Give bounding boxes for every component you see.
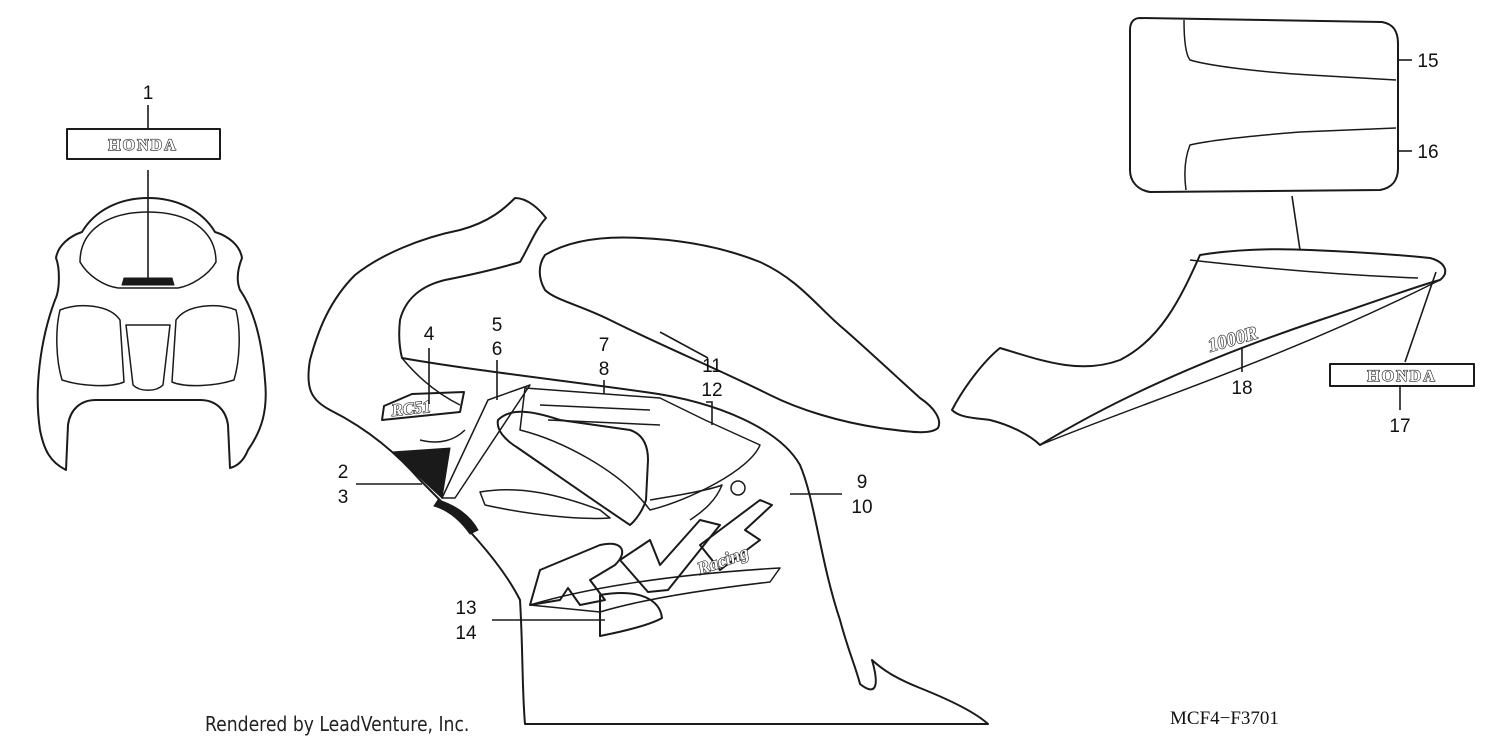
cowl-top-plate bbox=[519, 387, 761, 511]
honda-emblem-front: HONDA bbox=[66, 128, 221, 160]
callout-4: 4 bbox=[424, 324, 435, 345]
callout-14: 14 bbox=[455, 623, 477, 644]
honda-emblem-rear-text: HONDA bbox=[1367, 368, 1437, 385]
rvt-letter-t bbox=[699, 499, 773, 571]
front-screen-stripe bbox=[121, 277, 175, 286]
callout-12: 12 bbox=[701, 380, 722, 401]
callout-2: 2 bbox=[338, 462, 349, 483]
callout-5: 5 bbox=[492, 315, 503, 336]
cowl-dark-stripe bbox=[390, 447, 451, 499]
left-headlight-opening bbox=[56, 304, 125, 387]
cowl-side-trim bbox=[479, 489, 611, 520]
side-cowl-inner-line bbox=[401, 357, 461, 406]
front-fairing-outline bbox=[36, 197, 267, 471]
honda-emblem-front-text: HONDA bbox=[108, 137, 178, 154]
cowl-diagonal-stripe bbox=[441, 384, 531, 499]
callout-10: 10 bbox=[851, 497, 872, 518]
render-credit: Rendered by LeadVenture, Inc. bbox=[205, 712, 470, 736]
cowl-edge-stripe bbox=[433, 499, 479, 535]
side-cowl-view: Racing RC51 bbox=[307, 197, 989, 725]
rear-cowl-lower-line bbox=[1039, 279, 1441, 446]
rear-cowl-outline bbox=[951, 248, 1447, 446]
cowl-accent-line bbox=[649, 484, 723, 521]
rear-cowl-view: 1000R HONDA bbox=[951, 248, 1475, 446]
cowl-lower-decal bbox=[599, 591, 663, 637]
callout-17: 17 bbox=[1389, 416, 1410, 437]
leader-17-top bbox=[1404, 271, 1437, 363]
fuel-tank-outline bbox=[538, 236, 940, 434]
honda-emblem-rear: HONDA bbox=[1329, 363, 1475, 387]
rvt-letter-v bbox=[619, 519, 721, 593]
rc51-emblem-text: RC51 bbox=[389, 397, 431, 420]
cowl-notch bbox=[419, 429, 466, 443]
center-intake-opening bbox=[125, 324, 171, 391]
leader-seat-to-cowl bbox=[1291, 195, 1301, 251]
cowl-raised-panel bbox=[496, 410, 649, 526]
cowl-top-panel-lines bbox=[539, 404, 661, 426]
right-headlight-opening bbox=[171, 304, 240, 387]
callout-15: 15 bbox=[1417, 51, 1438, 72]
callout-7: 7 bbox=[599, 335, 610, 356]
leader-12 bbox=[706, 401, 713, 425]
seat-lower-panel bbox=[1184, 127, 1397, 191]
cowl-bolt-hole bbox=[730, 480, 746, 496]
callout-numbers: 1 2 3 4 5 6 7 8 9 10 11 12 13 14 15 16 1… bbox=[143, 51, 1439, 644]
cowl-lower-swoosh bbox=[529, 567, 781, 613]
rear-cowl-inner-line bbox=[1189, 259, 1419, 279]
seat-outline bbox=[1129, 17, 1399, 193]
callout-16: 16 bbox=[1417, 142, 1438, 163]
figure-code: MCF4−F3701 bbox=[1170, 708, 1279, 729]
rc51-emblem-outline bbox=[381, 391, 465, 421]
callout-3: 3 bbox=[338, 487, 349, 508]
front-windscreen bbox=[79, 211, 217, 289]
rvt-graphic: Racing bbox=[529, 499, 773, 606]
callout-9: 9 bbox=[857, 472, 868, 493]
callout-18: 18 bbox=[1231, 378, 1252, 399]
leader-11 bbox=[659, 331, 709, 359]
seat-upper-panel bbox=[1183, 19, 1397, 81]
callout-1: 1 bbox=[143, 83, 154, 104]
callout-6: 6 bbox=[492, 339, 503, 360]
leader-lines bbox=[147, 59, 1437, 621]
rvt-letter-r bbox=[529, 542, 624, 606]
callout-13: 13 bbox=[455, 598, 476, 619]
callout-11: 11 bbox=[702, 356, 722, 377]
rc51-emblem: RC51 bbox=[381, 391, 465, 421]
front-fairing-view: HONDA bbox=[36, 128, 267, 471]
callout-8: 8 bbox=[599, 359, 610, 380]
seat-view bbox=[1129, 17, 1399, 193]
